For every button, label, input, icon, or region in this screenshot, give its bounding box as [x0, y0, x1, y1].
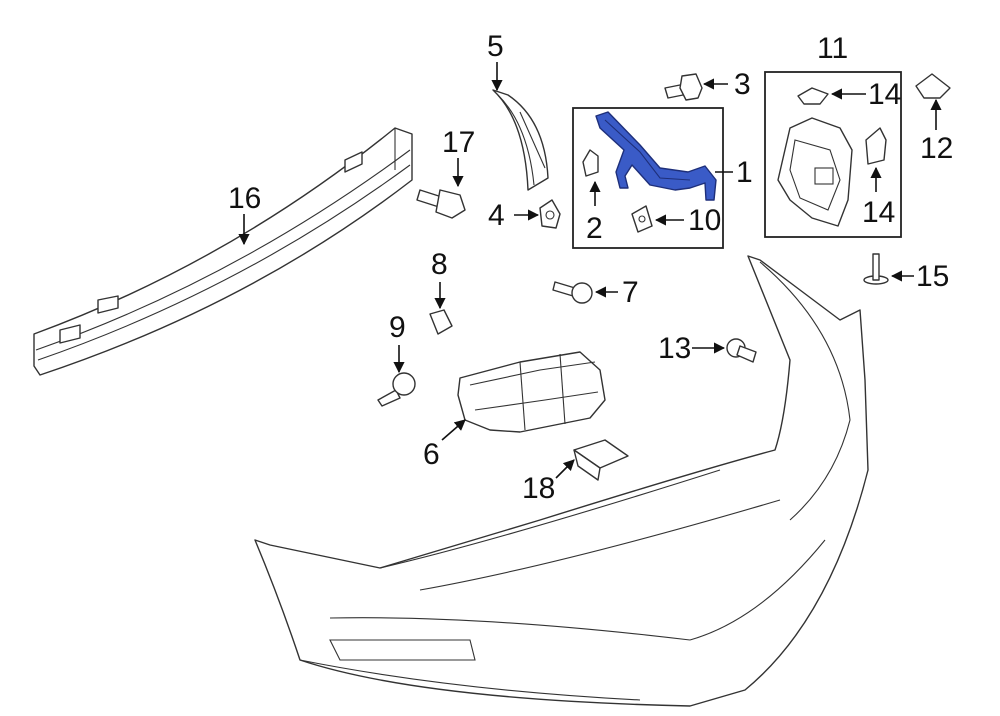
group-box-part-11	[764, 71, 902, 238]
bracket-part-1	[595, 111, 717, 201]
nut-part-4	[539, 199, 561, 229]
callout-15: 15	[916, 260, 949, 293]
callout-1: 1	[736, 156, 753, 189]
callout-12: 12	[920, 132, 953, 165]
callout-labels: 1 2 3 4 5 6 7 8 9 10 11 12 13 14 14 15 1…	[228, 30, 953, 505]
bracket-part-11	[777, 117, 853, 227]
group-box-part-1	[572, 107, 724, 249]
screw-part-7	[552, 281, 593, 304]
clip-part-2	[582, 149, 599, 177]
callout-4: 4	[488, 199, 505, 232]
clip-part-8	[429, 309, 453, 335]
bumper-cover	[254, 255, 869, 707]
callout-arrows	[238, 62, 942, 479]
callout-17: 17	[442, 126, 475, 159]
bolt-part-13	[726, 338, 757, 363]
screw-part-9	[377, 372, 416, 407]
callout-10: 10	[688, 204, 721, 237]
callout-16: 16	[228, 182, 261, 215]
callout-2: 2	[586, 212, 603, 245]
callout-5: 5	[487, 30, 504, 63]
callout-7: 7	[622, 276, 639, 309]
callout-8: 8	[431, 248, 448, 281]
block-part-18	[573, 439, 629, 481]
absorber-part-6	[457, 351, 606, 433]
callout-6: 6	[423, 438, 440, 471]
clip-part-12	[915, 73, 951, 99]
leader-6	[441, 419, 466, 441]
clip-part-10	[631, 205, 653, 233]
side-bracket-part-5	[492, 89, 549, 191]
bolt-part-17	[416, 189, 466, 219]
callout-3: 3	[734, 68, 751, 101]
callout-14-bottom: 14	[862, 196, 895, 229]
clip-part-14-top	[797, 87, 829, 105]
callout-18: 18	[522, 472, 555, 505]
callout-9: 9	[389, 311, 406, 344]
reinforcement-beam-part-16	[33, 127, 413, 376]
clip-part-14-side	[865, 127, 887, 165]
callout-14-top: 14	[868, 78, 901, 111]
pin-part-15	[863, 253, 889, 285]
callout-11: 11	[817, 32, 848, 65]
callout-13: 13	[658, 332, 691, 365]
leader-18	[555, 459, 575, 479]
bolt-part-3	[664, 73, 703, 101]
